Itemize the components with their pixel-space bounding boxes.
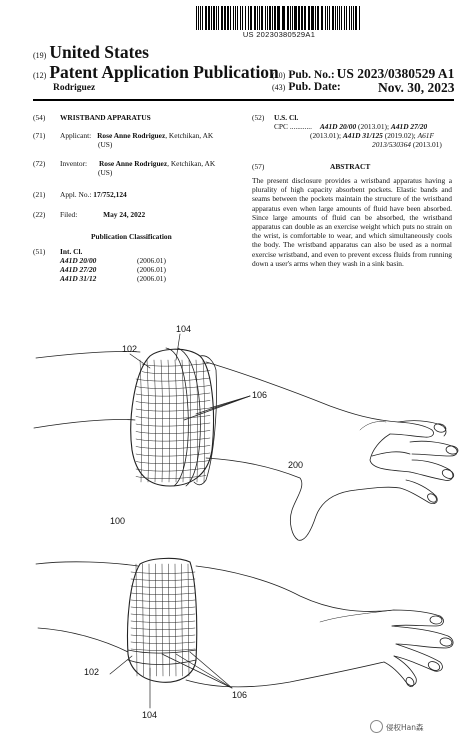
abstract-heading: ABSTRACT	[330, 162, 371, 171]
cpc-line-3: 2013/530364 (2013.01)	[372, 140, 442, 149]
pub-type: Patent Application Publication	[49, 62, 279, 82]
inventor-surname: Rodriguez	[53, 83, 96, 93]
int-cl-date: (2006.01)	[137, 256, 166, 265]
ref-106-upper: 106	[252, 390, 268, 400]
ref-100: 100	[110, 516, 126, 526]
int-cl-code: A41D 31/12	[60, 274, 97, 283]
cpc-line-1: CPC ............ A41D 20/00 (2013.01); A…	[274, 122, 428, 131]
inventor: Inventor: Rose Anne Rodriguez, Ketchikan…	[60, 159, 216, 168]
title: WRISTBAND APPARATUS	[60, 113, 151, 122]
ref-102-lower: 102	[84, 667, 100, 677]
pub-date-line: (43)Pub. Date:	[272, 81, 341, 93]
int-cl-date: (2006.01)	[137, 265, 166, 274]
ref-102-upper: 102	[122, 344, 138, 354]
ref-106-lower: 106	[232, 690, 248, 700]
pub-type-line: (12)Patent Application Publication	[33, 62, 279, 82]
int-cl-code: A41D 27/20	[60, 265, 97, 274]
pub-class-heading: Publication Classification	[91, 232, 172, 241]
barcode	[196, 6, 362, 30]
abstract-text: The present disclosure provides a wristb…	[252, 176, 452, 268]
ref-200: 200	[288, 460, 304, 470]
int-cl-code: A41D 20/00	[60, 256, 97, 265]
patent-drawing	[33, 333, 459, 709]
lower-arm	[35, 561, 454, 688]
int-cl-date: (2006.01)	[137, 274, 166, 283]
int-cl-label: Int. Cl.	[60, 247, 83, 256]
cpc-line-2: (2013.01); A41D 31/125 (2019.02); A61F	[310, 131, 435, 140]
watermark-icon	[370, 720, 383, 733]
leader-lines	[109, 333, 251, 709]
upper-wristband	[130, 347, 217, 487]
country: United States	[49, 42, 149, 62]
ref-104-lower: 104	[142, 710, 158, 720]
appl-no: Appl. No.: 17/752,124	[60, 190, 127, 199]
barcode-number: US 20230380529A1	[242, 30, 316, 39]
applicant: Applicant: Rose Anne Rodriguez, Ketchika…	[60, 131, 214, 140]
watermark: 侵权Han森	[386, 723, 424, 732]
country-line: (19)United States	[33, 42, 149, 62]
pub-no: US 2023/0380529 A1	[336, 66, 455, 81]
lower-wristband	[126, 557, 198, 683]
header-rule	[33, 99, 454, 101]
us-cl-label: U.S. Cl.	[274, 113, 299, 122]
pub-no-line: (10)Pub. No.: US 2023/0380529 A1	[272, 66, 455, 81]
filed: Filed: May 24, 2022	[60, 210, 146, 219]
upper-arm	[33, 351, 459, 541]
pub-date: Nov. 30, 2023	[378, 80, 455, 95]
ref-104-upper: 104	[176, 324, 192, 334]
